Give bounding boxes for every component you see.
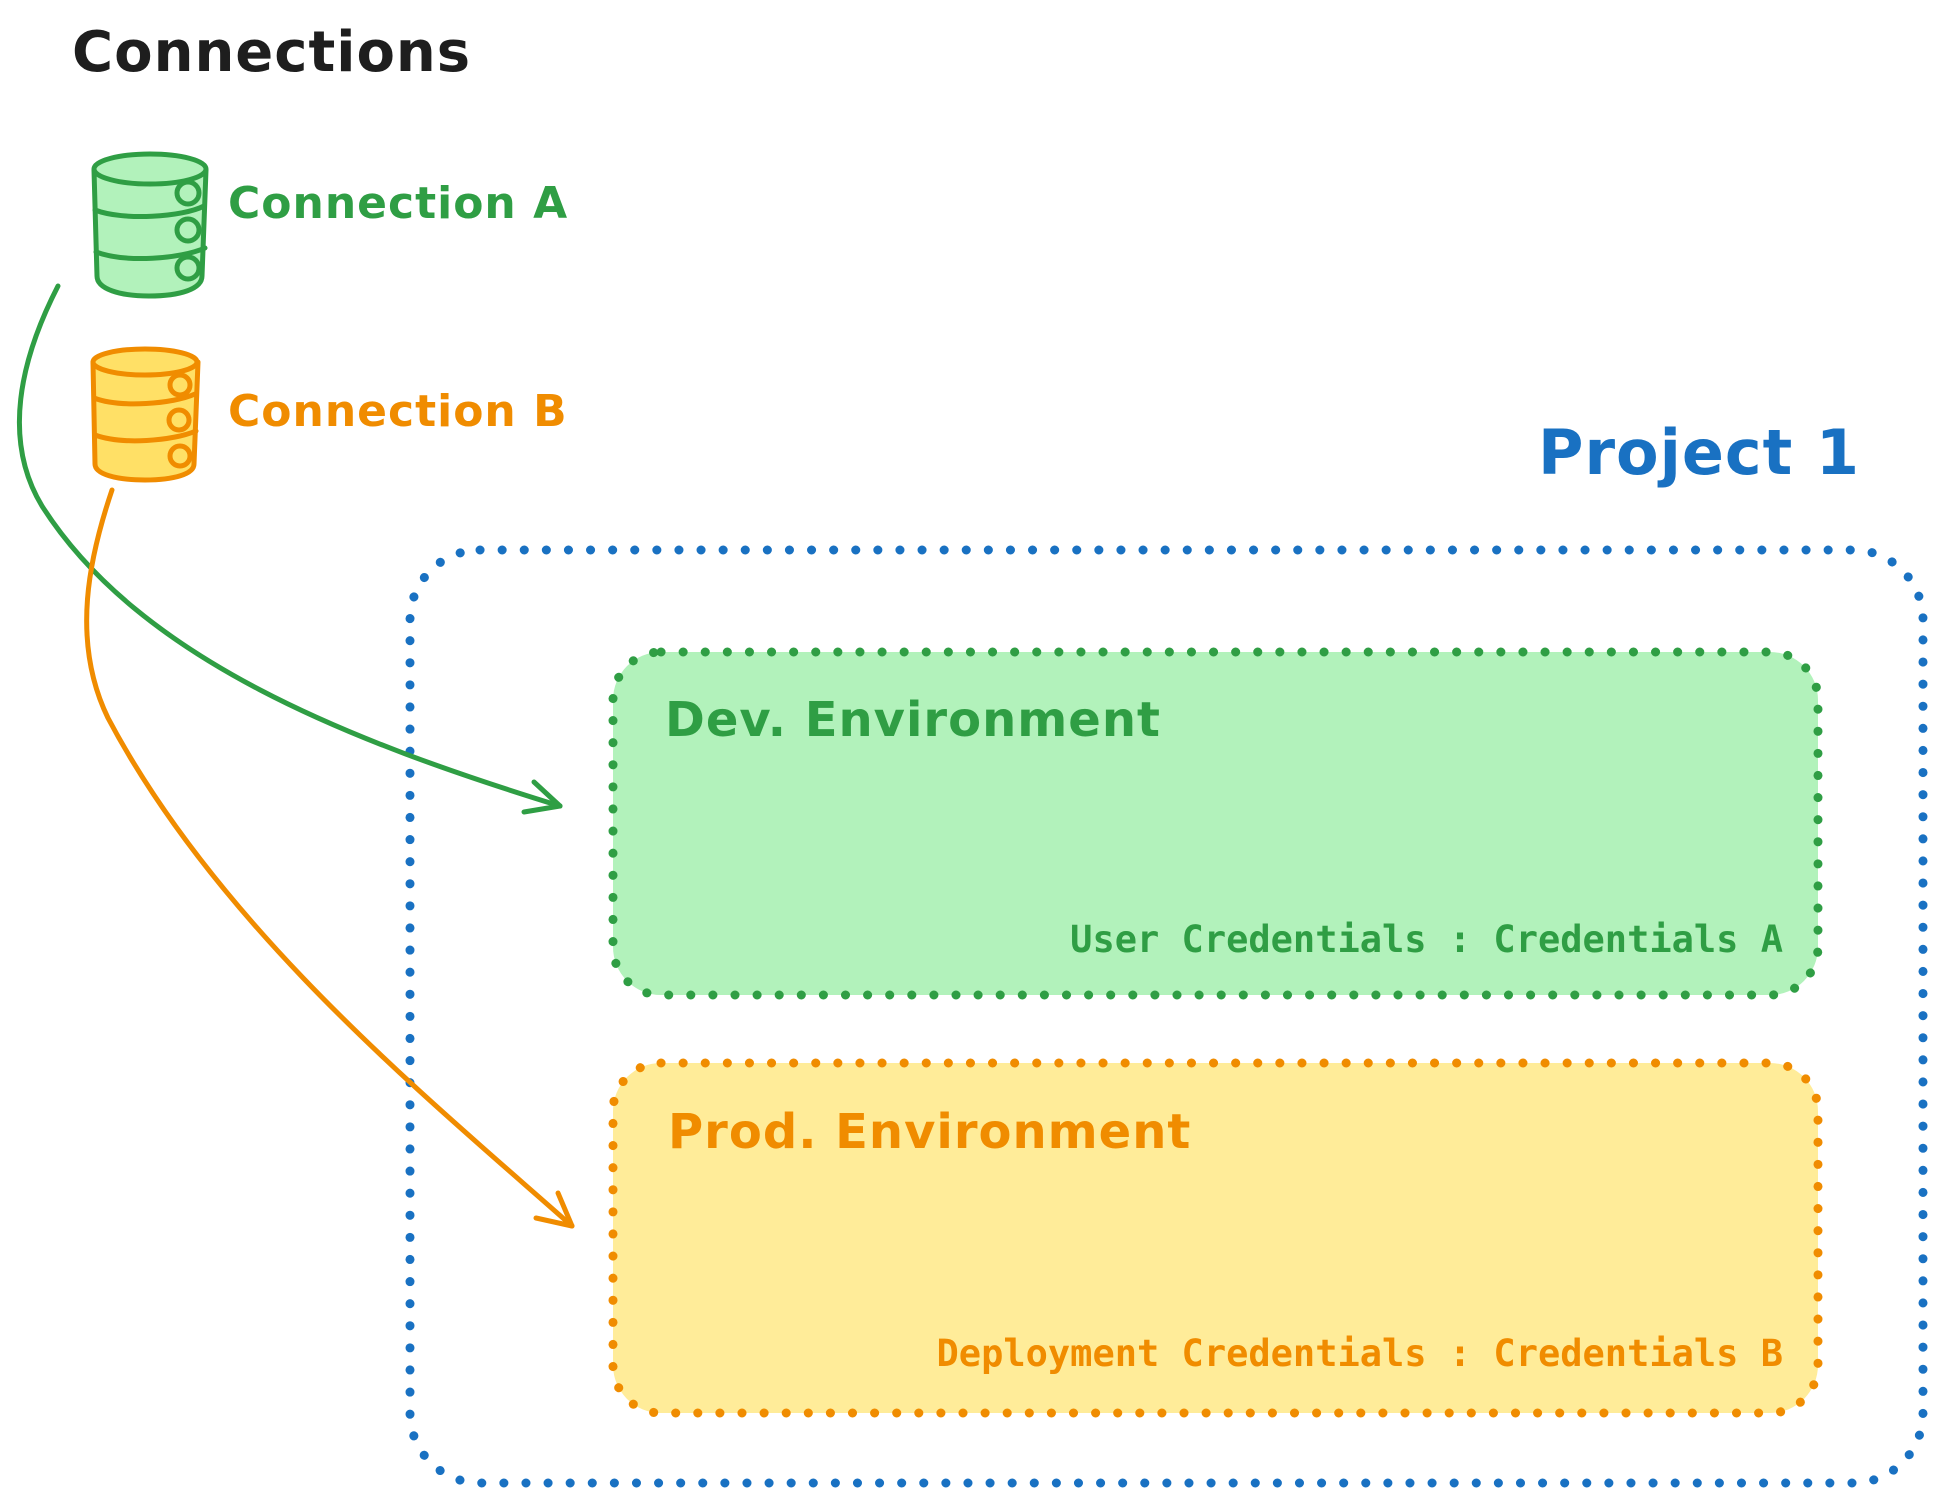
connection-a-label: Connection A <box>228 178 569 229</box>
dev-environment-title: Dev. Environment <box>665 692 1161 748</box>
connection-b-label: Connection B <box>228 386 568 437</box>
prod-environment-title: Prod. Environment <box>668 1104 1192 1160</box>
database-icon <box>90 346 201 483</box>
connection-a-arrow <box>16 283 563 815</box>
dev-environment-credentials: User Credentials : Credentials A <box>1070 918 1783 961</box>
project-title: Project 1 <box>1538 416 1861 489</box>
connection-b-arrow <box>84 487 575 1229</box>
database-icon <box>91 151 209 299</box>
page-title: Connections <box>72 20 472 85</box>
prod-environment-credentials: Deployment Credentials : Credentials B <box>936 1332 1783 1375</box>
